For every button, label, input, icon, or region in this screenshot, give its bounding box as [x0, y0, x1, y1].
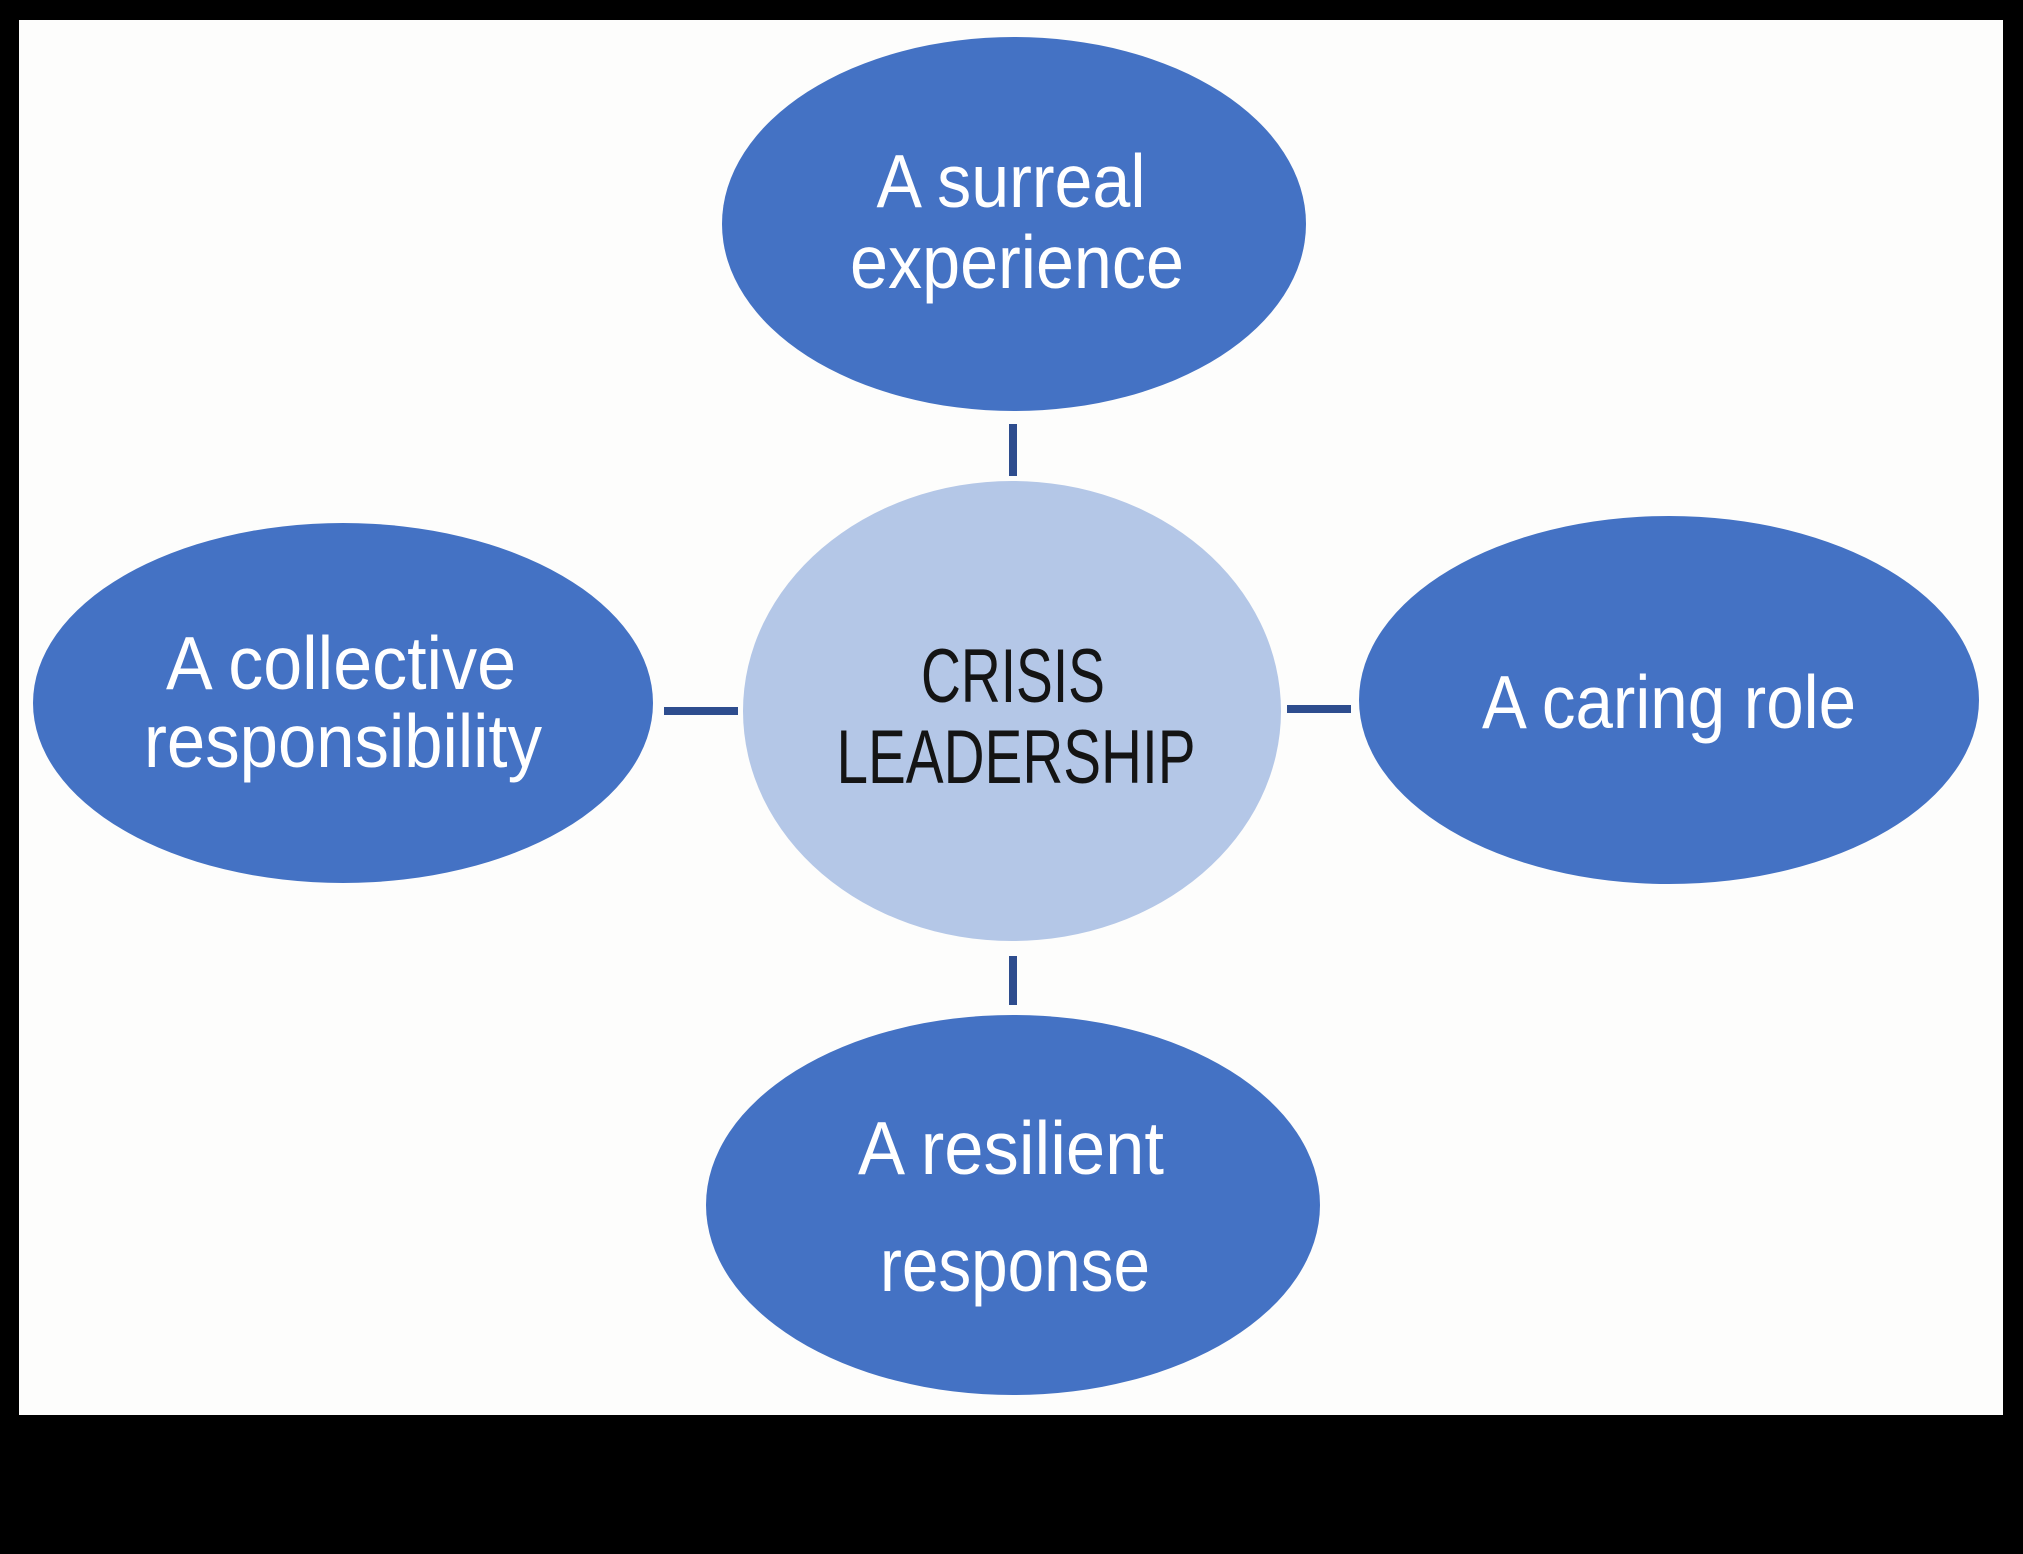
svg-text:CRISIS: CRISIS [921, 634, 1105, 719]
svg-text:A caring role: A caring role [1482, 660, 1856, 744]
svg-text:LEADERSHIP: LEADERSHIP [837, 715, 1196, 800]
svg-text:A resilient: A resilient [858, 1106, 1164, 1190]
svg-text:A surreal: A surreal [877, 139, 1146, 223]
svg-text:A collective: A collective [166, 621, 516, 705]
svg-text:response: response [880, 1223, 1150, 1307]
svg-text:experience: experience [850, 220, 1184, 304]
svg-text:responsibility: responsibility [144, 699, 542, 783]
